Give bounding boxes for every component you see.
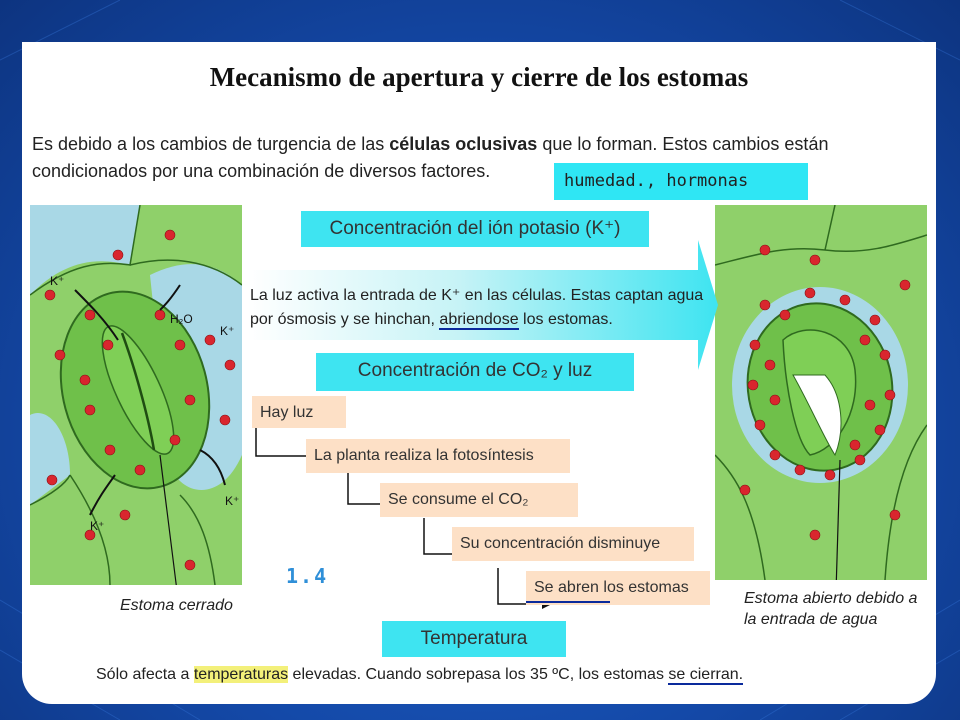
intro-paragraph: Es debido a los cambios de turgencia de … — [32, 131, 932, 185]
potasio-text: La luz activa la entrada de K⁺ en las cé… — [250, 279, 720, 332]
step1-luz-highlight: luz — [287, 391, 317, 430]
caption-closed-stoma: Estoma cerrado — [120, 597, 233, 614]
ion-k-bottom-left: K⁺ — [90, 519, 104, 533]
box-temperatura: Temperatura — [382, 621, 566, 657]
big-arrow — [248, 240, 718, 370]
ion-k-top-left: K⁺ — [50, 274, 64, 288]
intro-bold: células oclusivas — [389, 134, 538, 154]
potasio-text-c: los estomas. — [518, 311, 613, 328]
slide-title: Mecanismo de apertura y cierre de los es… — [209, 62, 749, 92]
box-potasio: Concentración del ión potasio (K⁺) — [301, 211, 649, 247]
slide: Mecanismo de apertura y cierre de los es… — [22, 42, 936, 704]
water-label: H₂O — [170, 312, 193, 326]
intro-text-1: Es debido a los cambios de turgencia de … — [32, 134, 390, 154]
step-fotosintesis: La planta realiza la fotosíntesis — [306, 439, 570, 473]
abriendo-underlined: abriendose — [439, 311, 519, 330]
step-abren-estomas: Se abren los estomas — [526, 571, 710, 605]
temperaturas-highlight: temperaturas — [193, 666, 289, 683]
abren-underline — [526, 601, 610, 603]
se-cierran-underlined: se cierran. — [668, 666, 744, 685]
step-consume-co2: Se consume el CO₂ — [380, 483, 578, 517]
ion-k-right: K⁺ — [220, 324, 234, 338]
box-co2: Concentración de CO₂ y luz — [316, 353, 634, 391]
temperatura-text: Sólo afecta a temperaturas elevadas. Cua… — [96, 666, 744, 685]
potasio-text-a: La — [250, 287, 273, 304]
temp-text-b: elevadas. Cuando sobrepasa los 35 ºC, lo… — [288, 666, 669, 683]
ion-k-bottom-right: K⁺ — [225, 494, 239, 508]
potasio-text-b: activa la entrada de K⁺ en las células. … — [250, 287, 704, 328]
intro-text-2: que lo forman. Estos cambios están condi… — [32, 134, 829, 181]
closed-stoma-illustration: K⁺ K⁺ K⁺ K⁺ H₂O — [30, 205, 242, 585]
luz-highlight: luz — [267, 279, 296, 311]
humedad-label: humedad., hormonas — [554, 163, 808, 200]
open-stoma-illustration — [715, 205, 927, 580]
caption-open-stoma: Estoma abierto debido a la entrada de ag… — [744, 590, 918, 628]
step1-text: Hay — [260, 404, 293, 421]
step-hay-luz: Hay luz — [252, 391, 346, 430]
step-disminuye: Su concentración disminuye — [452, 527, 694, 561]
slide-number-label: 1.4 — [286, 564, 329, 588]
temp-text-a: Sólo afecta a — [96, 666, 194, 683]
